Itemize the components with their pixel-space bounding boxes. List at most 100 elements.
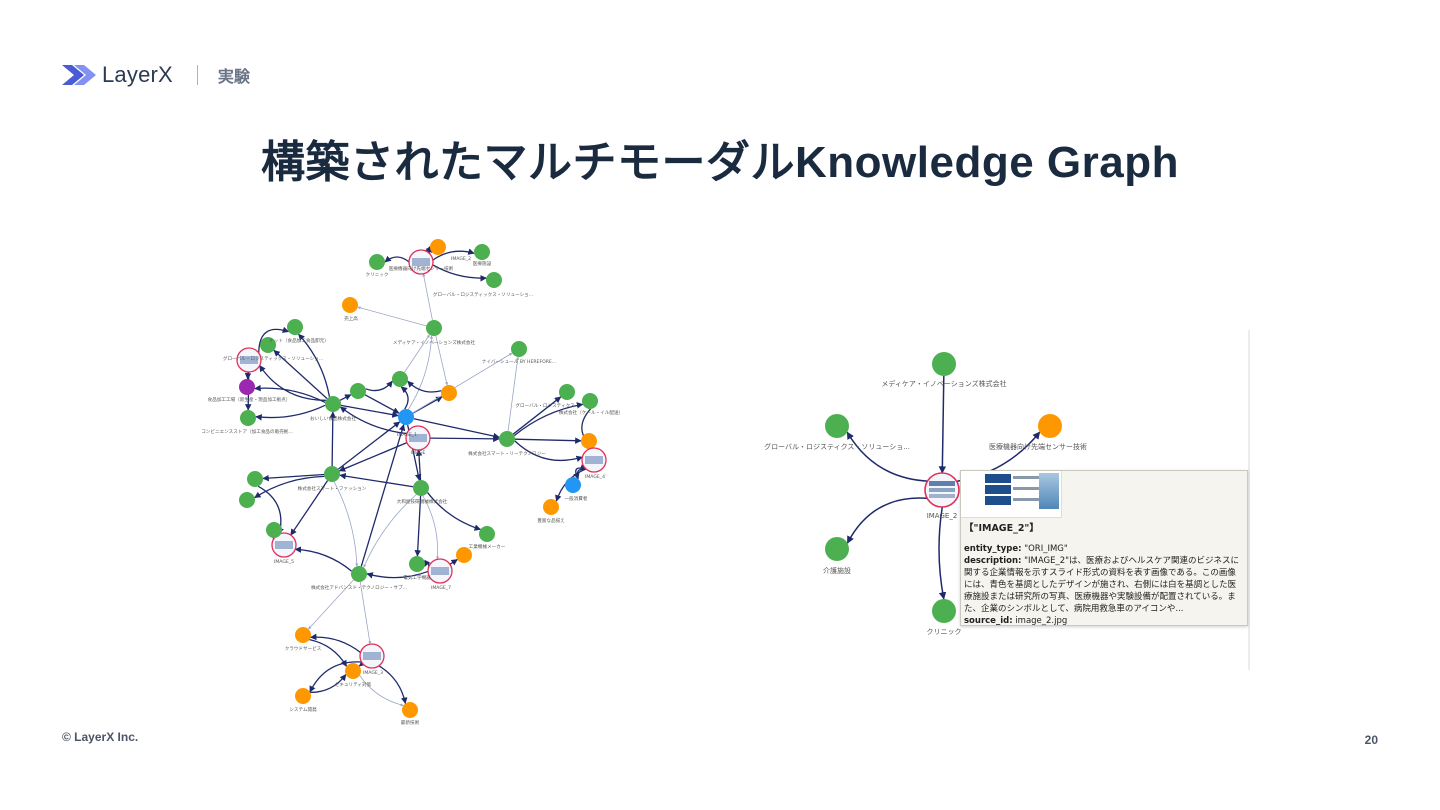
node-label: IMAGE_2 bbox=[927, 512, 958, 520]
graph-edge bbox=[449, 558, 458, 566]
graph-node[interactable] bbox=[369, 254, 385, 270]
node-label: クリニック bbox=[366, 272, 389, 278]
knowledge-graph-detail: メディケア・イノベーションズ株式会社グローバル・ロジスティクス・ソリューショ..… bbox=[740, 325, 1260, 675]
graph-node[interactable] bbox=[559, 384, 575, 400]
graph-edge bbox=[259, 365, 326, 401]
entity-type-value: "ORI_IMG" bbox=[1024, 544, 1068, 554]
node-label: おいしい食品株式会社 bbox=[310, 415, 356, 422]
graph-edge bbox=[258, 326, 290, 354]
graph-node[interactable] bbox=[325, 396, 341, 412]
graph-node[interactable] bbox=[295, 688, 311, 704]
graph-node[interactable] bbox=[932, 352, 956, 376]
graph-node[interactable] bbox=[409, 556, 425, 572]
graph-node[interactable] bbox=[479, 526, 495, 542]
graph-edge bbox=[359, 675, 404, 707]
node-label: IMAGE_4 bbox=[585, 474, 605, 480]
graph-node[interactable] bbox=[581, 433, 597, 449]
graph-edge bbox=[357, 306, 427, 327]
graph-node[interactable] bbox=[247, 471, 263, 487]
node-label: 最新技術 bbox=[401, 719, 420, 726]
graph-edge bbox=[507, 356, 520, 432]
node-label: ナイバーシュール BY HEREFORE... bbox=[482, 359, 556, 365]
graph-node[interactable] bbox=[499, 431, 515, 447]
layerx-logo-icon bbox=[62, 65, 96, 85]
graph-edge bbox=[338, 442, 408, 472]
graph-node[interactable] bbox=[324, 466, 340, 482]
graph-node[interactable] bbox=[1038, 414, 1062, 438]
graph-edge bbox=[407, 424, 422, 481]
graph-node[interactable] bbox=[345, 663, 361, 679]
graph-edge bbox=[310, 674, 347, 694]
node-label: セキュリティ対策 bbox=[335, 681, 372, 688]
graph-edge bbox=[339, 394, 352, 401]
graph-node[interactable] bbox=[398, 409, 414, 425]
entity-type-label: entity_type: bbox=[964, 544, 1022, 554]
graph-node[interactable] bbox=[543, 499, 559, 515]
node-label: ケット（食品加工食品卸元） bbox=[269, 337, 329, 344]
page-title: 構築されたマルチモーダルKnowledge Graph bbox=[261, 138, 1179, 187]
node-label: 株式会社スマート・リーテクノロジー bbox=[468, 450, 546, 457]
graph-node[interactable] bbox=[266, 522, 282, 538]
description-value: "IMAGE_2"は、医療およびヘルスケア関連のビジネスに関する企業情報を示すス… bbox=[964, 556, 1240, 614]
node-label: クリニック bbox=[927, 628, 962, 636]
graph-edge bbox=[254, 475, 325, 499]
graph-edge bbox=[364, 394, 400, 414]
graph-edge bbox=[846, 431, 928, 482]
graph-node[interactable] bbox=[426, 320, 442, 336]
graph-edge bbox=[340, 404, 399, 418]
graph-edge bbox=[404, 334, 430, 373]
node-label: 医療機器向け先端センサー技術 bbox=[989, 442, 1087, 451]
node-label: グローバル・ロジスティクス bbox=[515, 402, 575, 409]
graph-edge bbox=[255, 404, 326, 421]
tooltip-body: entity_type: "ORI_IMG" description: "IMA… bbox=[964, 543, 1243, 627]
graph-node[interactable] bbox=[825, 537, 849, 561]
graph-edge bbox=[408, 335, 434, 410]
graph-edge bbox=[310, 633, 361, 654]
node-label: 豊富な品揃え bbox=[537, 517, 565, 524]
graph-edge bbox=[384, 255, 410, 263]
graph-node[interactable] bbox=[260, 337, 276, 353]
graph-node[interactable] bbox=[582, 393, 598, 409]
description-label: description: bbox=[964, 556, 1022, 566]
node-tooltip: 【"IMAGE_2"】 entity_type: "ORI_IMG" descr… bbox=[960, 470, 1248, 626]
graph-node[interactable] bbox=[287, 319, 303, 335]
graph-node[interactable] bbox=[351, 566, 367, 582]
node-label: IMAGE_3 bbox=[363, 670, 383, 676]
graph-edge bbox=[432, 248, 475, 261]
node-label: IMAGE_2 bbox=[451, 256, 471, 262]
graph-node[interactable] bbox=[295, 627, 311, 643]
graph-node[interactable] bbox=[565, 477, 581, 493]
node-label: 介護施設 bbox=[823, 566, 851, 575]
graph-node[interactable] bbox=[825, 414, 849, 438]
graph-edge bbox=[427, 492, 482, 531]
graph-node[interactable] bbox=[413, 480, 429, 496]
node-label: 医療機器向け先端センサー技術 bbox=[389, 265, 454, 272]
node-label: 大和屋技研機械株式会社 bbox=[397, 498, 448, 505]
graph-edge bbox=[422, 495, 440, 560]
source-id-label: source_id: bbox=[964, 616, 1013, 626]
graph-edge bbox=[514, 440, 583, 462]
graph-node[interactable] bbox=[239, 492, 255, 508]
graph-node[interactable] bbox=[240, 410, 256, 426]
node-label: 株式会社スマート・ファッション bbox=[298, 485, 367, 492]
graph-node[interactable] bbox=[392, 371, 408, 387]
graph-node[interactable] bbox=[402, 702, 418, 718]
graph-edge bbox=[365, 380, 393, 392]
graph-edge bbox=[363, 494, 417, 568]
graph-edge bbox=[290, 480, 329, 536]
graph-node[interactable] bbox=[456, 547, 472, 563]
graph-node[interactable] bbox=[342, 297, 358, 313]
graph-node[interactable] bbox=[474, 244, 490, 260]
node-label: 一般消費者 bbox=[565, 495, 588, 502]
graph-node[interactable] bbox=[430, 239, 446, 255]
graph-node[interactable] bbox=[239, 379, 255, 395]
graph-node[interactable] bbox=[441, 385, 457, 401]
graph-node[interactable] bbox=[350, 383, 366, 399]
graph-edge bbox=[337, 421, 401, 470]
graph-edge bbox=[254, 384, 326, 404]
graph-node[interactable] bbox=[486, 272, 502, 288]
graph-edge bbox=[262, 473, 325, 482]
graph-node[interactable] bbox=[932, 599, 956, 623]
graph-node[interactable] bbox=[511, 341, 527, 357]
